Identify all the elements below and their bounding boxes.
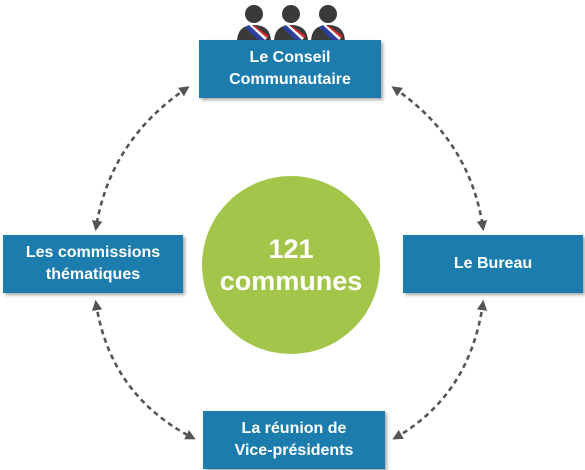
node-reunion-line1: La réunion de bbox=[241, 420, 347, 438]
center-communes-circle: 121 communes bbox=[202, 176, 380, 354]
node-conseil-communautaire: Le Conseil Communautaire bbox=[199, 40, 381, 98]
node-commissions-thematiques: Les commissions thématiques bbox=[3, 235, 183, 293]
node-conseil-line1: Le Conseil bbox=[249, 49, 331, 67]
communes-label: communes bbox=[219, 266, 363, 296]
node-bureau-line1: Le Bureau bbox=[453, 255, 533, 273]
person-icon bbox=[274, 5, 308, 42]
arrow-conseil-bureau bbox=[391, 86, 488, 232]
arrow-conseil-commissions bbox=[92, 86, 190, 232]
elected-officials-icon bbox=[237, 5, 345, 42]
node-commissions-line1: Les commissions bbox=[25, 244, 161, 262]
person-icon bbox=[237, 5, 271, 42]
arrow-bureau-reunion bbox=[392, 299, 488, 440]
node-bureau: Le Bureau bbox=[403, 235, 583, 293]
node-reunion-line2: Vice-présidents bbox=[234, 442, 354, 459]
node-commissions-line2: thématiques bbox=[45, 266, 141, 283]
arrow-commissions-reunion bbox=[91, 299, 196, 440]
node-conseil-line2: Communautaire bbox=[229, 71, 351, 88]
communes-count: 121 bbox=[268, 233, 314, 264]
person-icon bbox=[311, 5, 345, 42]
node-reunion-vice-presidents: La réunion de Vice-présidents bbox=[203, 411, 385, 469]
